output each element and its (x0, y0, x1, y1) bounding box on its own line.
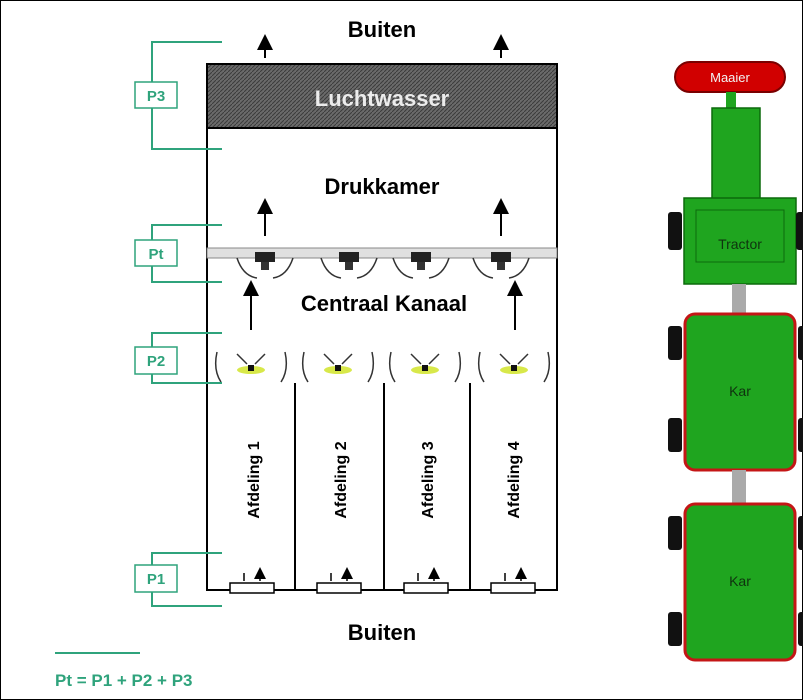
compartment-label: Afdeling 3 (420, 441, 437, 518)
air-inlets (229, 573, 536, 594)
cart-label: Kar (729, 383, 751, 399)
wheel (668, 418, 682, 452)
compartment-label: Afdeling 2 (333, 441, 350, 518)
wheel (668, 612, 682, 646)
wheel (796, 212, 803, 250)
wheel (798, 326, 803, 360)
wheel (668, 212, 682, 250)
bottom-outside-label: Buiten (348, 620, 416, 645)
exhaust-arrows (257, 34, 509, 58)
sensor-label-p1: P1 (147, 571, 165, 588)
fan-unit (320, 252, 378, 279)
tractor-body (683, 197, 797, 285)
pressure-sensors (151, 41, 222, 607)
air-inlet (316, 573, 362, 594)
tractor-hood (711, 107, 761, 207)
wheel (798, 612, 803, 646)
fan-plate (206, 247, 558, 259)
air-inlet (403, 573, 449, 594)
sensor-label-p2: P2 (147, 353, 165, 370)
sensor-box-p3 (134, 81, 178, 109)
sensor-box-p1 (134, 564, 178, 593)
mower-link (726, 92, 736, 108)
pressure-chamber-label: Drukkamer (325, 174, 440, 199)
sensor-boxes: P3 Pt P2 P1 (134, 81, 178, 593)
wheel (798, 516, 803, 550)
fan-unit (477, 351, 551, 383)
upper-fan-row (206, 247, 558, 279)
fan-unit (392, 252, 450, 279)
sensor-label-pt: Pt (149, 246, 164, 263)
fan-unit (236, 252, 294, 279)
wheel (668, 326, 682, 360)
sensor-bracket-p1 (151, 552, 222, 607)
building: Luchtwasser (206, 63, 558, 591)
air-inlet (229, 573, 275, 594)
tractor-cab (695, 209, 785, 263)
wheel (668, 516, 682, 550)
cart-label: Kar (729, 573, 751, 589)
fan-unit (388, 351, 462, 383)
wheel (798, 418, 803, 452)
vehicle: Maaier Tractor Kar Kar (668, 61, 803, 662)
sensor-box-pt (134, 239, 178, 267)
sensor-box-p2 (134, 346, 178, 375)
cart-body (683, 502, 797, 662)
fan-unit (214, 351, 288, 383)
hitch (732, 284, 746, 314)
central-channel-label: Centraal Kanaal (301, 291, 467, 316)
fan-unit (301, 351, 375, 383)
tractor-label: Tractor (718, 236, 762, 252)
sensor-bracket-p3 (151, 41, 222, 150)
scrubber-label: Luchtwasser (315, 86, 450, 111)
formula-text: Pt = P1 + P2 + P3 (55, 671, 193, 690)
fan-unit (472, 252, 530, 279)
sensor-label-p3: P3 (147, 88, 165, 105)
scrubber-block (206, 63, 558, 129)
compartment-label: Afdeling 4 (506, 441, 523, 518)
compartment-label: Afdeling 1 (246, 441, 263, 518)
mower-label: Maaier (710, 70, 750, 85)
sensor-bracket-pt (151, 224, 222, 283)
hitch (732, 470, 746, 504)
air-inlet (490, 573, 536, 594)
lower-fan-row (214, 351, 551, 383)
sensor-bracket-p2 (151, 332, 222, 384)
top-outside-label: Buiten (348, 17, 416, 42)
